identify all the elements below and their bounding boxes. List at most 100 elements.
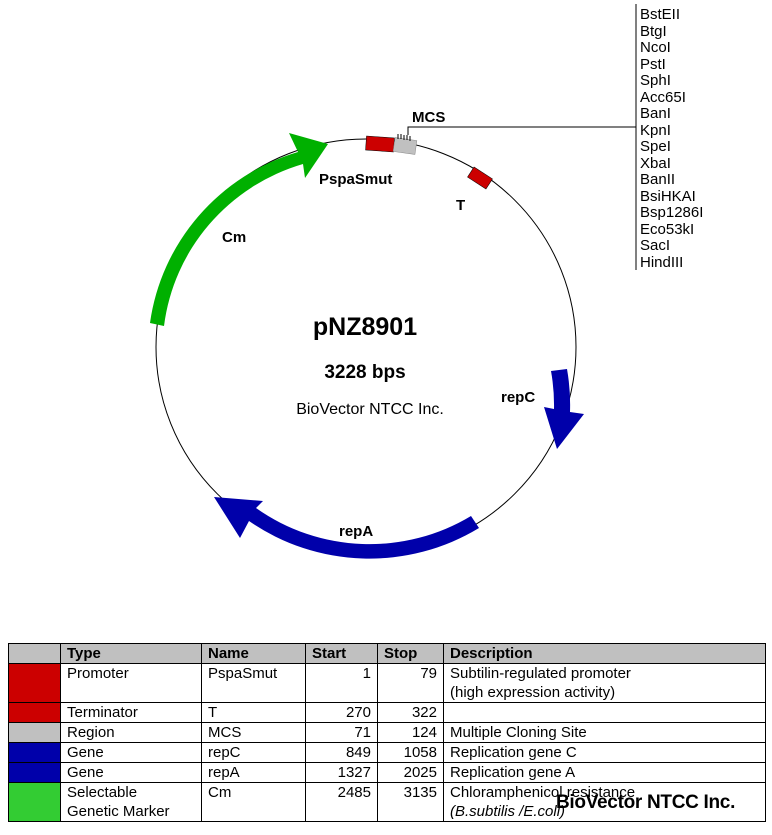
start-cell: 849 [305,742,378,763]
type-text: Gene [67,764,104,781]
stop-cell: 79 [377,663,444,703]
type-text: Terminator [67,704,138,721]
plasmid-name: pNZ8901 [313,313,417,341]
stop-header: Stop [377,643,444,664]
type-header: Type [60,643,202,664]
stop-cell: 322 [377,702,444,723]
description-text: Replication gene A [450,764,576,781]
stop-cell: 2025 [377,762,444,783]
site-label: NcoI [640,39,671,56]
name-cell: T [201,702,306,723]
type-cell: Gene [60,762,202,783]
mcs-leader-line [407,126,636,135]
color-swatch [8,762,61,783]
type-cell: Promoter [60,663,202,703]
start-cell: 270 [305,702,378,723]
type-text: Promoter [67,665,129,682]
terminator-feature [467,166,493,190]
color-swatch [8,663,61,703]
description-cell: Replication gene C [443,742,766,763]
mcs-feature [392,137,418,155]
site-label: XbaI [640,155,671,172]
site-label: BtgI [640,23,667,40]
color-swatch [8,782,61,822]
description-text: Chloramphenicol resistance [450,784,636,801]
color-swatch [8,722,61,743]
site-label: SpeI [640,138,671,155]
repc-label: repC [501,389,535,406]
stop-cell: 3135 [377,782,444,822]
plasmid-map: BstEII BtgI NcoI PstI SphI Acc65I BanI K… [150,4,703,559]
description-text: Replication gene C [450,744,577,761]
site-label: SphI [640,72,671,89]
mcs-ticks [397,134,411,141]
description-cell: Replication gene A [443,762,766,783]
cm-label: Cm [222,229,246,246]
color-swatch [8,702,61,723]
type-cell: Region [60,722,202,743]
site-label: Acc65I [640,89,686,106]
name-cell: Cm [201,782,306,822]
stop-cell: 124 [377,722,444,743]
table-header-row: Type Name Start Stop Description [8,643,766,664]
company-label: BioVector NTCC Inc. [296,401,444,418]
description-cell: Chloramphenicol resistance (B.subtilis /E… [443,782,766,822]
description-text: Multiple Cloning Site [450,724,587,741]
promoter-feature [365,135,395,153]
site-label: HindIII [640,254,683,271]
start-cell: 2485 [305,782,378,822]
site-label: BanI [640,105,671,122]
type-text-line2: Genetic Marker [67,803,170,820]
description-text-line2: (high expression activity) [450,684,616,701]
mcs-label: MCS [412,109,445,126]
promoter-label: PspaSmut [319,171,392,188]
type-text: Gene [67,744,104,761]
repa-arrow [214,497,479,559]
color-swatch [8,742,61,763]
plasmid-size: 3228 bps [324,362,405,383]
name-cell: MCS [201,722,306,743]
terminator-label: T [456,197,465,214]
site-label: SacI [640,237,670,254]
type-text: Selectable [67,784,138,801]
start-cell: 1327 [305,762,378,783]
name-header: Name [201,643,306,664]
swatch-header [8,643,61,664]
description-header: Description [443,643,766,664]
name-cell: repA [201,762,306,783]
stop-cell: 1058 [377,742,444,763]
type-cell: Terminator [60,702,202,723]
description-text: Subtilin-regulated promoter [450,665,631,682]
site-label: Bsp1286I [640,204,703,221]
start-cell: 71 [305,722,378,743]
site-label: KpnI [640,122,671,139]
site-label: Eco53kI [640,221,694,238]
repc-arrow [544,369,584,449]
name-cell: PspaSmut [201,663,306,703]
site-label: BsiHKAI [640,188,696,205]
site-list: BstEII BtgI NcoI PstI SphI Acc65I BanI K… [640,6,703,271]
start-header: Start [305,643,378,664]
description-cell: Multiple Cloning Site [443,722,766,743]
feature-table: Type Name Start Stop Description Promote… [8,643,766,822]
description-cell [443,702,766,723]
description-cell: Subtilin-regulated promoter (high express… [443,663,766,703]
cm-arrow [150,133,328,326]
watermark: BioVector NTCC Inc. [556,792,736,813]
type-text: Region [67,724,115,741]
repa-label: repA [339,523,373,540]
site-label: BanII [640,171,675,188]
site-label: PstI [640,56,666,73]
start-cell: 1 [305,663,378,703]
description-text-line2: (B.subtilis /E.coli) [450,803,566,820]
type-cell: Gene [60,742,202,763]
site-label: BstEII [640,6,680,23]
